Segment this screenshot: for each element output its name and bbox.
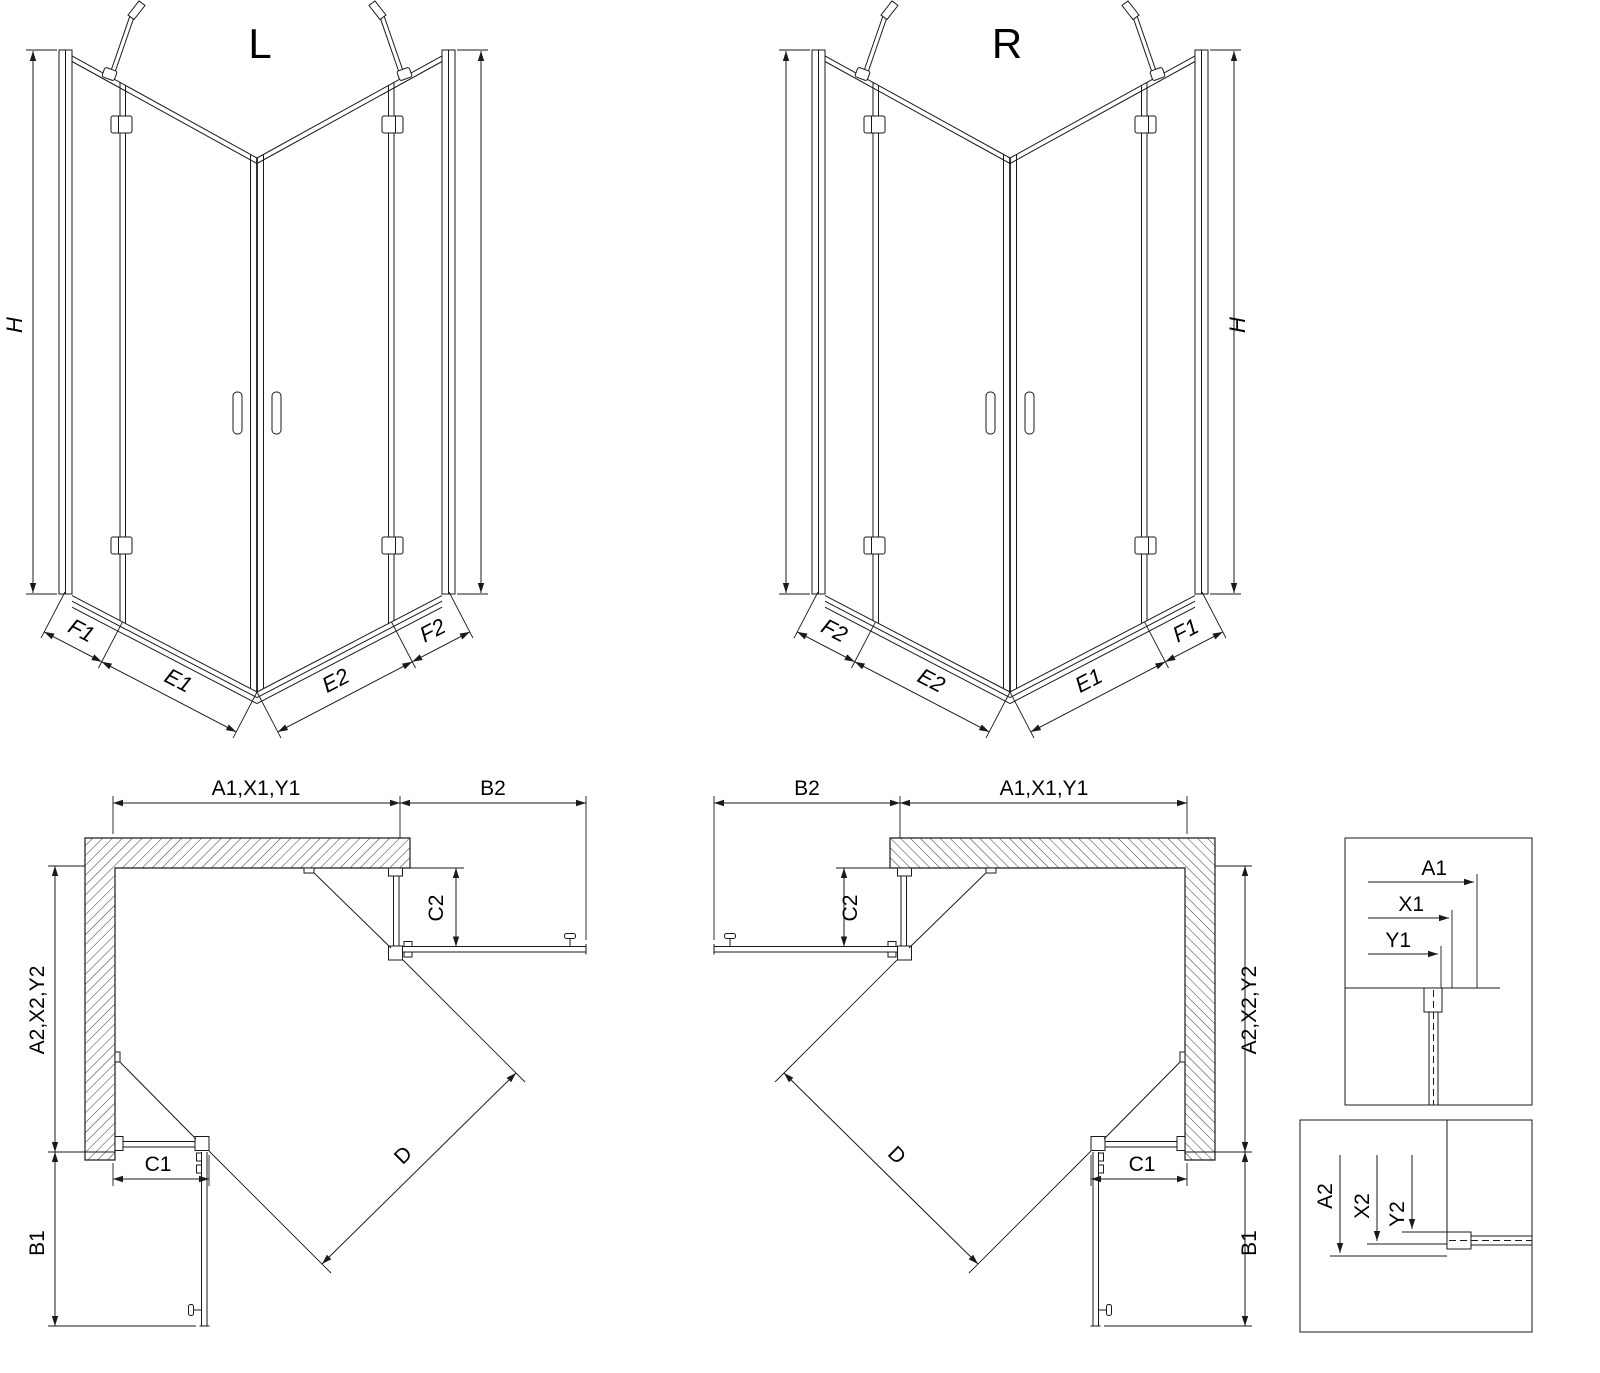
dim-label-h-left: H bbox=[2, 317, 27, 333]
view-title-right: R bbox=[992, 20, 1022, 67]
plan-right-geometry bbox=[714, 796, 1252, 1326]
dim-label-b1-right: B1 bbox=[1238, 1230, 1261, 1256]
detail-label-a1: A1 bbox=[1421, 857, 1447, 880]
persp-left-right-half bbox=[257, 1, 488, 738]
dim-label-b2-left: B2 bbox=[480, 777, 506, 800]
dim-label-e2-left: E2 bbox=[318, 663, 353, 698]
dim-label-c1-right: C1 bbox=[1129, 1153, 1156, 1176]
dim-label-e2-right: E2 bbox=[914, 663, 949, 698]
detail-label-x1: X1 bbox=[1398, 893, 1424, 916]
dim-label-c2-right: C2 bbox=[839, 895, 862, 922]
dim-label-a2x2y2-right: A2,X2,Y2 bbox=[1238, 966, 1261, 1055]
dim-label-a2x2y2-left: A2,X2,Y2 bbox=[26, 966, 49, 1055]
plan-left-geometry bbox=[48, 796, 586, 1326]
view-title-left: L bbox=[248, 20, 271, 67]
persp-left-left-half bbox=[26, 1, 257, 738]
dim-label-b2-right: B2 bbox=[794, 777, 820, 800]
dim-label-c1-left: C1 bbox=[145, 1153, 172, 1176]
plan-view-left: A1,X1,Y1 B2 C2 A2,X2,Y2 C1 B1 D bbox=[26, 777, 586, 1326]
detail-label-y2: Y2 bbox=[1386, 1201, 1409, 1227]
detail-view-top: A1 X1 Y1 bbox=[1344, 837, 1533, 1106]
plan-view-right: A1,X1,Y1 B2 C2 A2,X2,Y2 C1 B1 D bbox=[714, 777, 1261, 1326]
dim-label-b1-left: B1 bbox=[26, 1230, 49, 1256]
detail-label-y1: Y1 bbox=[1385, 929, 1411, 952]
dim-label-e1-left: E1 bbox=[161, 663, 196, 698]
detail-label-a2: A2 bbox=[1314, 1183, 1337, 1209]
dim-label-a1x1y1-left: A1,X1,Y1 bbox=[212, 777, 301, 800]
dim-label-d-right: D bbox=[883, 1142, 910, 1169]
detail-label-x2: X2 bbox=[1351, 1193, 1374, 1219]
persp-right-right-half bbox=[1010, 1, 1241, 738]
detail-view-bottom: A2 X2 Y2 bbox=[1299, 1119, 1533, 1333]
dim-label-a1x1y1-right: A1,X1,Y1 bbox=[1000, 777, 1089, 800]
perspective-view-right: R H F2 E2 E1 F1 bbox=[779, 1, 1250, 738]
perspective-view-left: L H F1 E1 E2 F2 bbox=[2, 1, 488, 738]
dim-label-c2-left: C2 bbox=[425, 895, 448, 922]
persp-right-left-half bbox=[779, 1, 1010, 738]
dim-label-h-right: H bbox=[1225, 317, 1250, 333]
dim-label-d-left: D bbox=[390, 1142, 417, 1169]
dim-label-e1-right: E1 bbox=[1071, 663, 1106, 698]
